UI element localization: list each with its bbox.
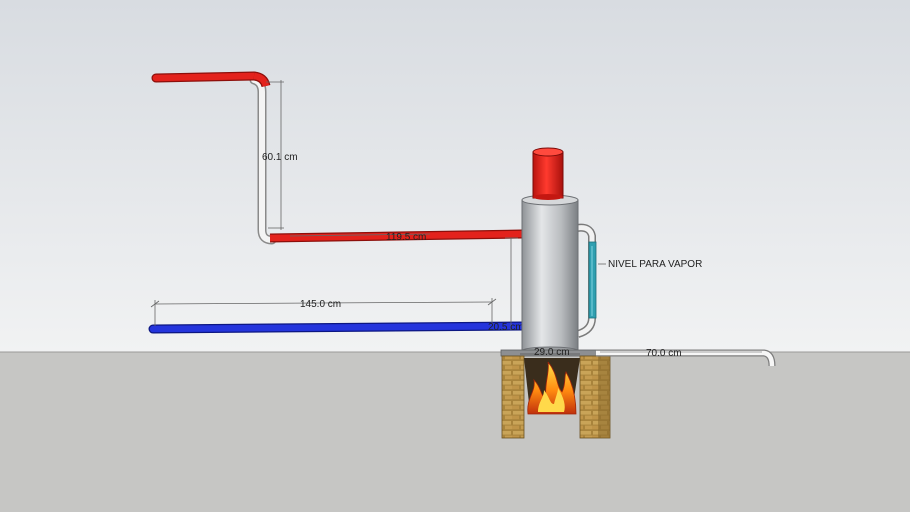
brick-wall-left: [501, 355, 525, 439]
inlet-height-label: 20.5 cm: [488, 322, 524, 333]
outlet-pipe: [596, 349, 776, 367]
fire-flames: [527, 361, 577, 415]
riser-height-label: 60.1 cm: [262, 152, 298, 163]
level-note-label: NIVEL PARA VAPOR: [608, 259, 702, 270]
tank-diameter-label: 29.0 cm: [534, 347, 570, 358]
water-tank: [521, 194, 579, 356]
hot-pipe-length-label: 119.5 cm: [386, 232, 426, 243]
ground-plane: [0, 352, 910, 512]
riser-height-dimension: [266, 80, 284, 230]
outlet-length-label: 70.0 cm: [646, 348, 682, 359]
hot-pipe-length-dimension: [289, 233, 431, 237]
hot-water-top-pipe: [151, 71, 271, 88]
hot-water-return-pipe: [269, 229, 523, 243]
cold-pipe-length-label: 145.0 cm: [300, 299, 341, 310]
red-chimney: [532, 147, 564, 200]
inlet-height-dimension: [505, 237, 518, 330]
hot-water-riser: [249, 75, 277, 245]
cold-pipe-length-dimension: [150, 298, 497, 326]
cold-water-pipe: [148, 321, 529, 334]
steam-level-tube: [576, 223, 597, 338]
sky-background: [0, 0, 910, 352]
